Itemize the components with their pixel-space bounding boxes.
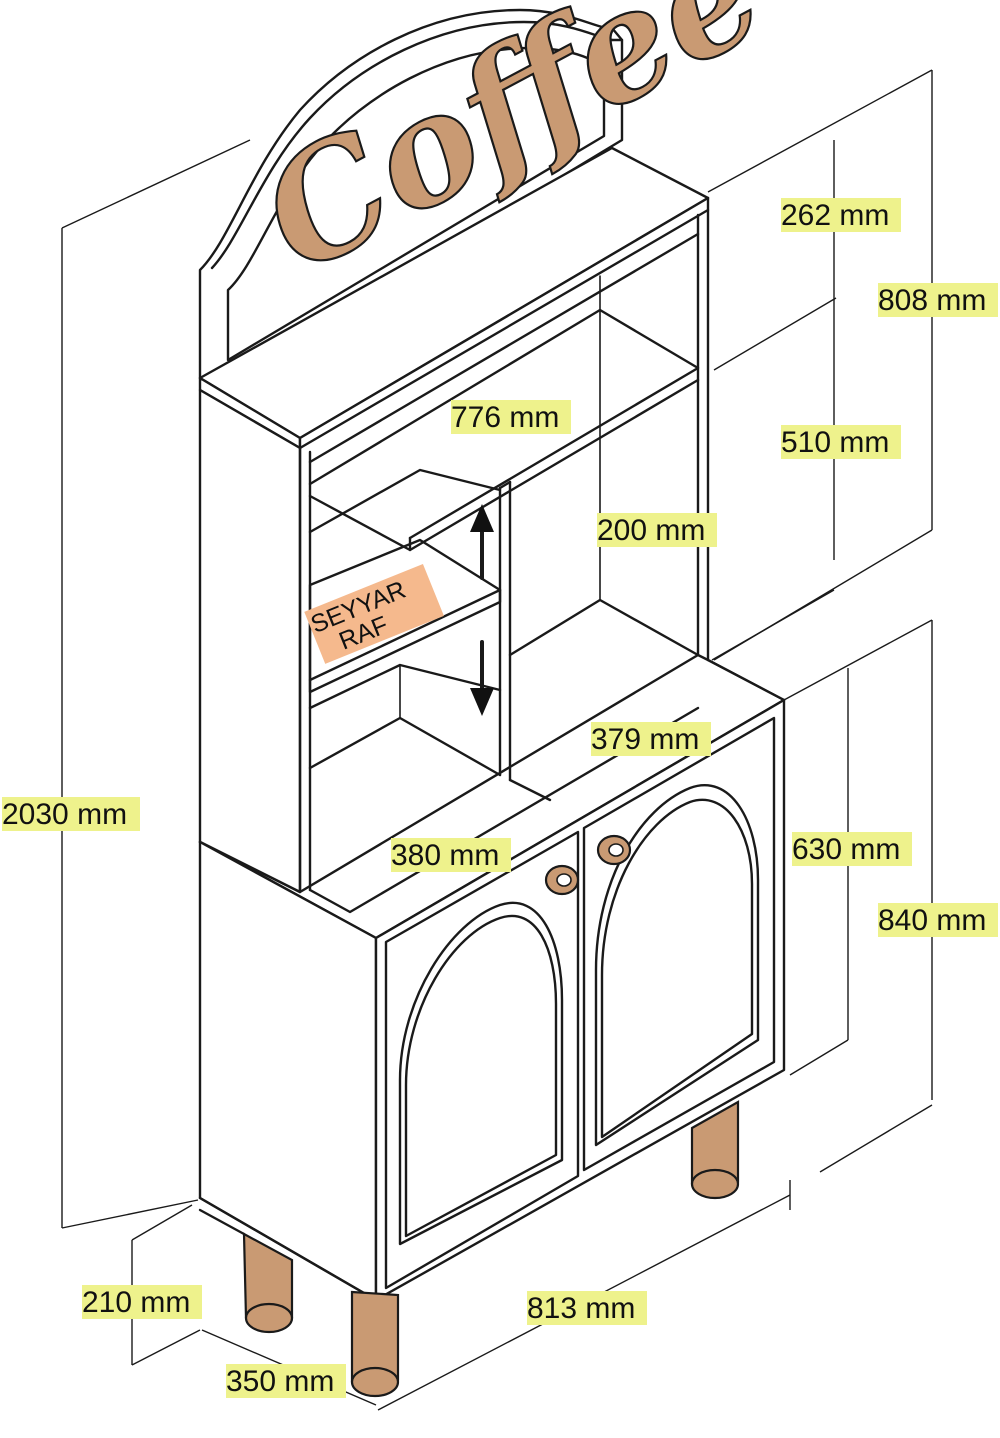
label-813: 813 mm: [527, 1292, 635, 1325]
label-262: 262 mm: [781, 199, 889, 232]
label-630: 630 mm: [792, 833, 900, 866]
label-776: 776 mm: [451, 401, 559, 434]
dimension-lines: [61, 69, 933, 1411]
legs: [242, 1100, 740, 1398]
label-808: 808 mm: [878, 284, 986, 317]
label-210: 210 mm: [82, 1286, 190, 1319]
label-510: 510 mm: [781, 426, 889, 459]
label-350: 350 mm: [226, 1365, 334, 1398]
label-380: 380 mm: [391, 839, 499, 872]
label-200: 200 mm: [597, 514, 705, 547]
dimension-labels: 262 mm 808 mm 776 mm 510 mm 200 mm 379 m…: [2, 198, 998, 1398]
lower-cabinet: [198, 653, 786, 1302]
label-2030: 2030 mm: [2, 798, 127, 831]
upper-hutch: [198, 146, 710, 894]
label-379: 379 mm: [591, 723, 699, 756]
label-840: 840 mm: [878, 904, 986, 937]
